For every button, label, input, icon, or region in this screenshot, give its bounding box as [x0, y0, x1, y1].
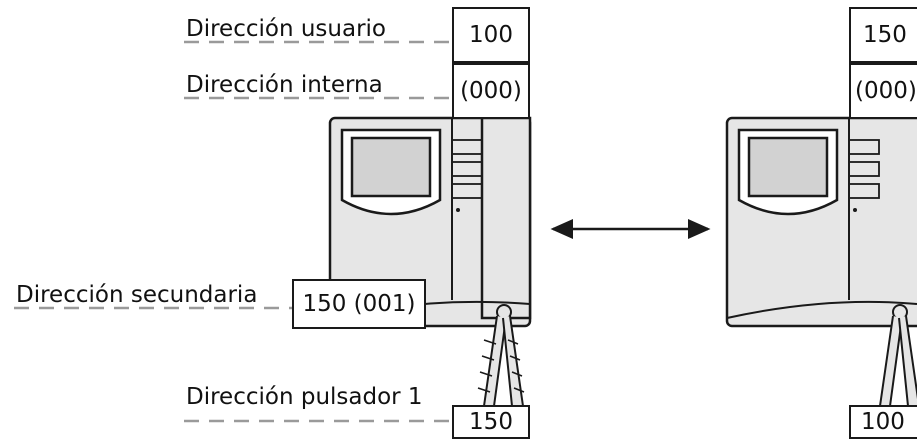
right-user-address-box: 150	[849, 7, 917, 63]
right-monitor	[725, 116, 917, 407]
left-monitor	[328, 116, 532, 407]
right-button-address-box: 100	[849, 405, 917, 439]
secondary-address-label: Dirección secundaria	[16, 282, 258, 308]
user-address-label: Dirección usuario	[186, 16, 386, 42]
left-user-address-box: 100	[452, 7, 530, 63]
left-internal-address-box: (000)	[452, 63, 530, 119]
leader-lines	[14, 40, 452, 423]
left-secondary-address-box: 150 (001)	[292, 279, 426, 329]
right-internal-address-box: (000)	[849, 63, 917, 119]
button-address-label: Dirección pulsador 1	[186, 384, 423, 410]
left-button-address-box: 150	[452, 405, 530, 439]
internal-address-label: Dirección interna	[186, 72, 383, 98]
